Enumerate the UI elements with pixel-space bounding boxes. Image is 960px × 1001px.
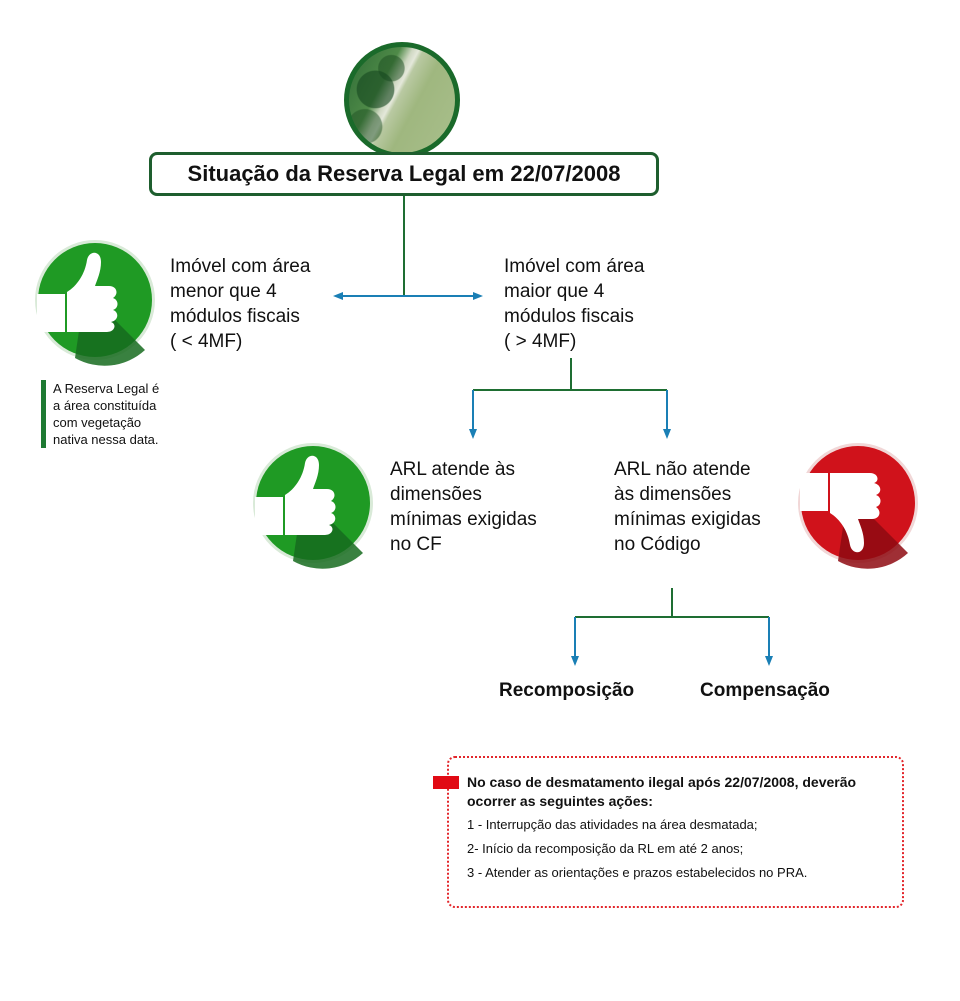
diagram-title: Situação da Reserva Legal em 22/07/2008 (187, 161, 621, 186)
node-line: ARL atende às (390, 459, 515, 480)
node-arl-not-meets: ARL não atende às dimensões mínimas exig… (614, 457, 761, 557)
note-line: com vegetação (53, 415, 142, 430)
alert-item: 2- Início da recomposição da RL em até 2… (467, 841, 744, 856)
alert-heading: No caso de desmatamento ilegal após 22/0… (467, 773, 887, 811)
thumbs-up-icon (35, 240, 155, 366)
alert-item: 1 - Interrupção das atividades na área d… (467, 817, 758, 832)
reserva-legal-note: A Reserva Legal é a área constituída com… (41, 380, 188, 448)
alert-heading-line: No caso de desmatamento ilegal após 22/0… (467, 774, 857, 790)
node-line: no Código (614, 534, 701, 555)
alert-box (447, 756, 904, 908)
alert-item: 3 - Atender as orientações e prazos esta… (467, 865, 808, 880)
node-line: menor que 4 (170, 281, 277, 302)
note-line: A Reserva Legal é (53, 381, 160, 396)
node-line: módulos fiscais (504, 306, 634, 327)
node-line: módulos fiscais (170, 306, 300, 327)
note-line: nativa nessa data. (53, 432, 159, 447)
node-line: ARL não atende (614, 459, 751, 480)
forest-aerial-photo (344, 42, 460, 158)
node-line: mínimas exigidas (390, 509, 537, 530)
node-line: dimensões (390, 484, 482, 505)
node-arl-meets: ARL atende às dimensões mínimas exigidas… (390, 457, 537, 557)
node-line: Imóvel com área (170, 256, 311, 277)
note-line: a área constituída (53, 398, 157, 413)
outcome-recomposition: Recomposição (499, 680, 635, 701)
node-large-property: Imóvel com área maior que 4 módulos fisc… (504, 254, 644, 354)
node-line: ( > 4MF) (504, 331, 577, 352)
node-line: mínimas exigidas (614, 509, 761, 530)
node-line: às dimensões (614, 484, 732, 505)
node-line: maior que 4 (504, 281, 605, 302)
alert-heading-line: ocorrer as seguintes ações: (467, 793, 653, 809)
thumbs-up-icon (253, 443, 373, 569)
alert-flag-icon (433, 776, 459, 789)
node-line: Imóvel com área (504, 256, 645, 277)
thumbs-down-icon (798, 443, 918, 569)
outcome-compensation: Compensação (700, 680, 830, 701)
node-line: no CF (390, 534, 442, 555)
title-box: Situação da Reserva Legal em 22/07/2008 (149, 152, 659, 196)
node-small-property: Imóvel com área menor que 4 módulos fisc… (170, 254, 310, 354)
node-line: ( < 4MF) (170, 331, 243, 352)
